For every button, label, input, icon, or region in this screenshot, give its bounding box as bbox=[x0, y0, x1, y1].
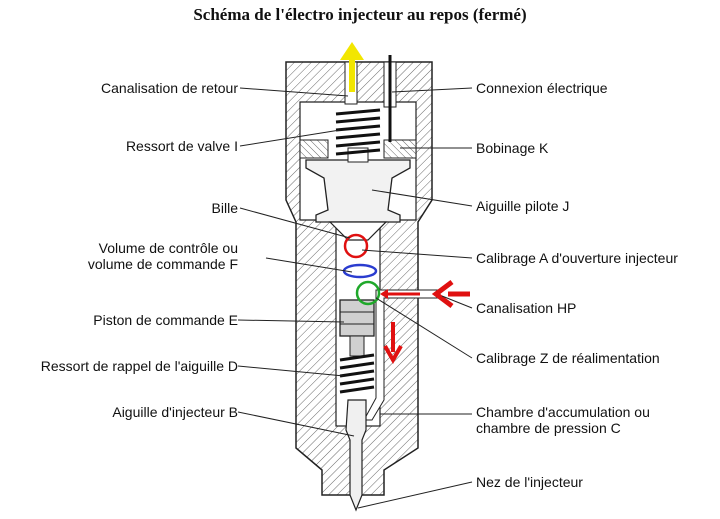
label-bobinage: Bobinage K bbox=[476, 140, 549, 156]
label-chambre-1: Chambre d'accumulation ou bbox=[476, 404, 650, 420]
diagram-title: Schéma de l'électro injecteur au repos (… bbox=[193, 5, 527, 24]
label-piston-commande: Piston de commande E bbox=[93, 312, 238, 328]
down-arrow-head bbox=[383, 345, 403, 365]
label-canalisation-hp: Canalisation HP bbox=[476, 300, 577, 316]
label-aiguille-injecteur: Aiguille d'injecteur B bbox=[112, 404, 238, 420]
return-arrow-head bbox=[340, 42, 364, 60]
valve-spring bbox=[335, 108, 381, 156]
label-ressort-rappel: Ressort de rappel de l'aiguille D bbox=[40, 358, 238, 374]
label-chambre-2: chambre de pression C bbox=[476, 420, 621, 436]
ball-seat bbox=[328, 221, 388, 241]
marker-red-calibrage-a bbox=[343, 233, 369, 259]
coil-left bbox=[299, 139, 329, 159]
label-connexion-electrique: Connexion électrique bbox=[476, 80, 608, 96]
coil-right bbox=[383, 139, 417, 159]
control-piston bbox=[339, 299, 375, 337]
needle-spring bbox=[339, 353, 375, 394]
pilot-needle bbox=[305, 159, 411, 223]
label-calibrage-z: Calibrage Z de réalimentation bbox=[476, 350, 660, 366]
marker-green-calibrage-z bbox=[355, 280, 381, 306]
leader-lines bbox=[237, 87, 473, 509]
label-nez: Nez de l'injecteur bbox=[476, 474, 583, 490]
piston-rod bbox=[349, 335, 365, 357]
label-volume-controle-1: Volume de contrôle ou bbox=[98, 240, 238, 256]
label-aiguille-pilote: Aiguille pilote J bbox=[476, 198, 570, 214]
hp-arrow-inner-head bbox=[380, 289, 388, 299]
label-volume-controle-2: volume de commande F bbox=[87, 256, 238, 272]
label-ressort-valve: Ressort de valve I bbox=[125, 138, 238, 154]
label-bille: Bille bbox=[211, 200, 238, 216]
label-canalisation-retour: Canalisation de retour bbox=[101, 80, 238, 96]
hp-arrow-head bbox=[431, 280, 454, 308]
label-calibrage-a: Calibrage A d'ouverture injecteur bbox=[476, 250, 678, 266]
